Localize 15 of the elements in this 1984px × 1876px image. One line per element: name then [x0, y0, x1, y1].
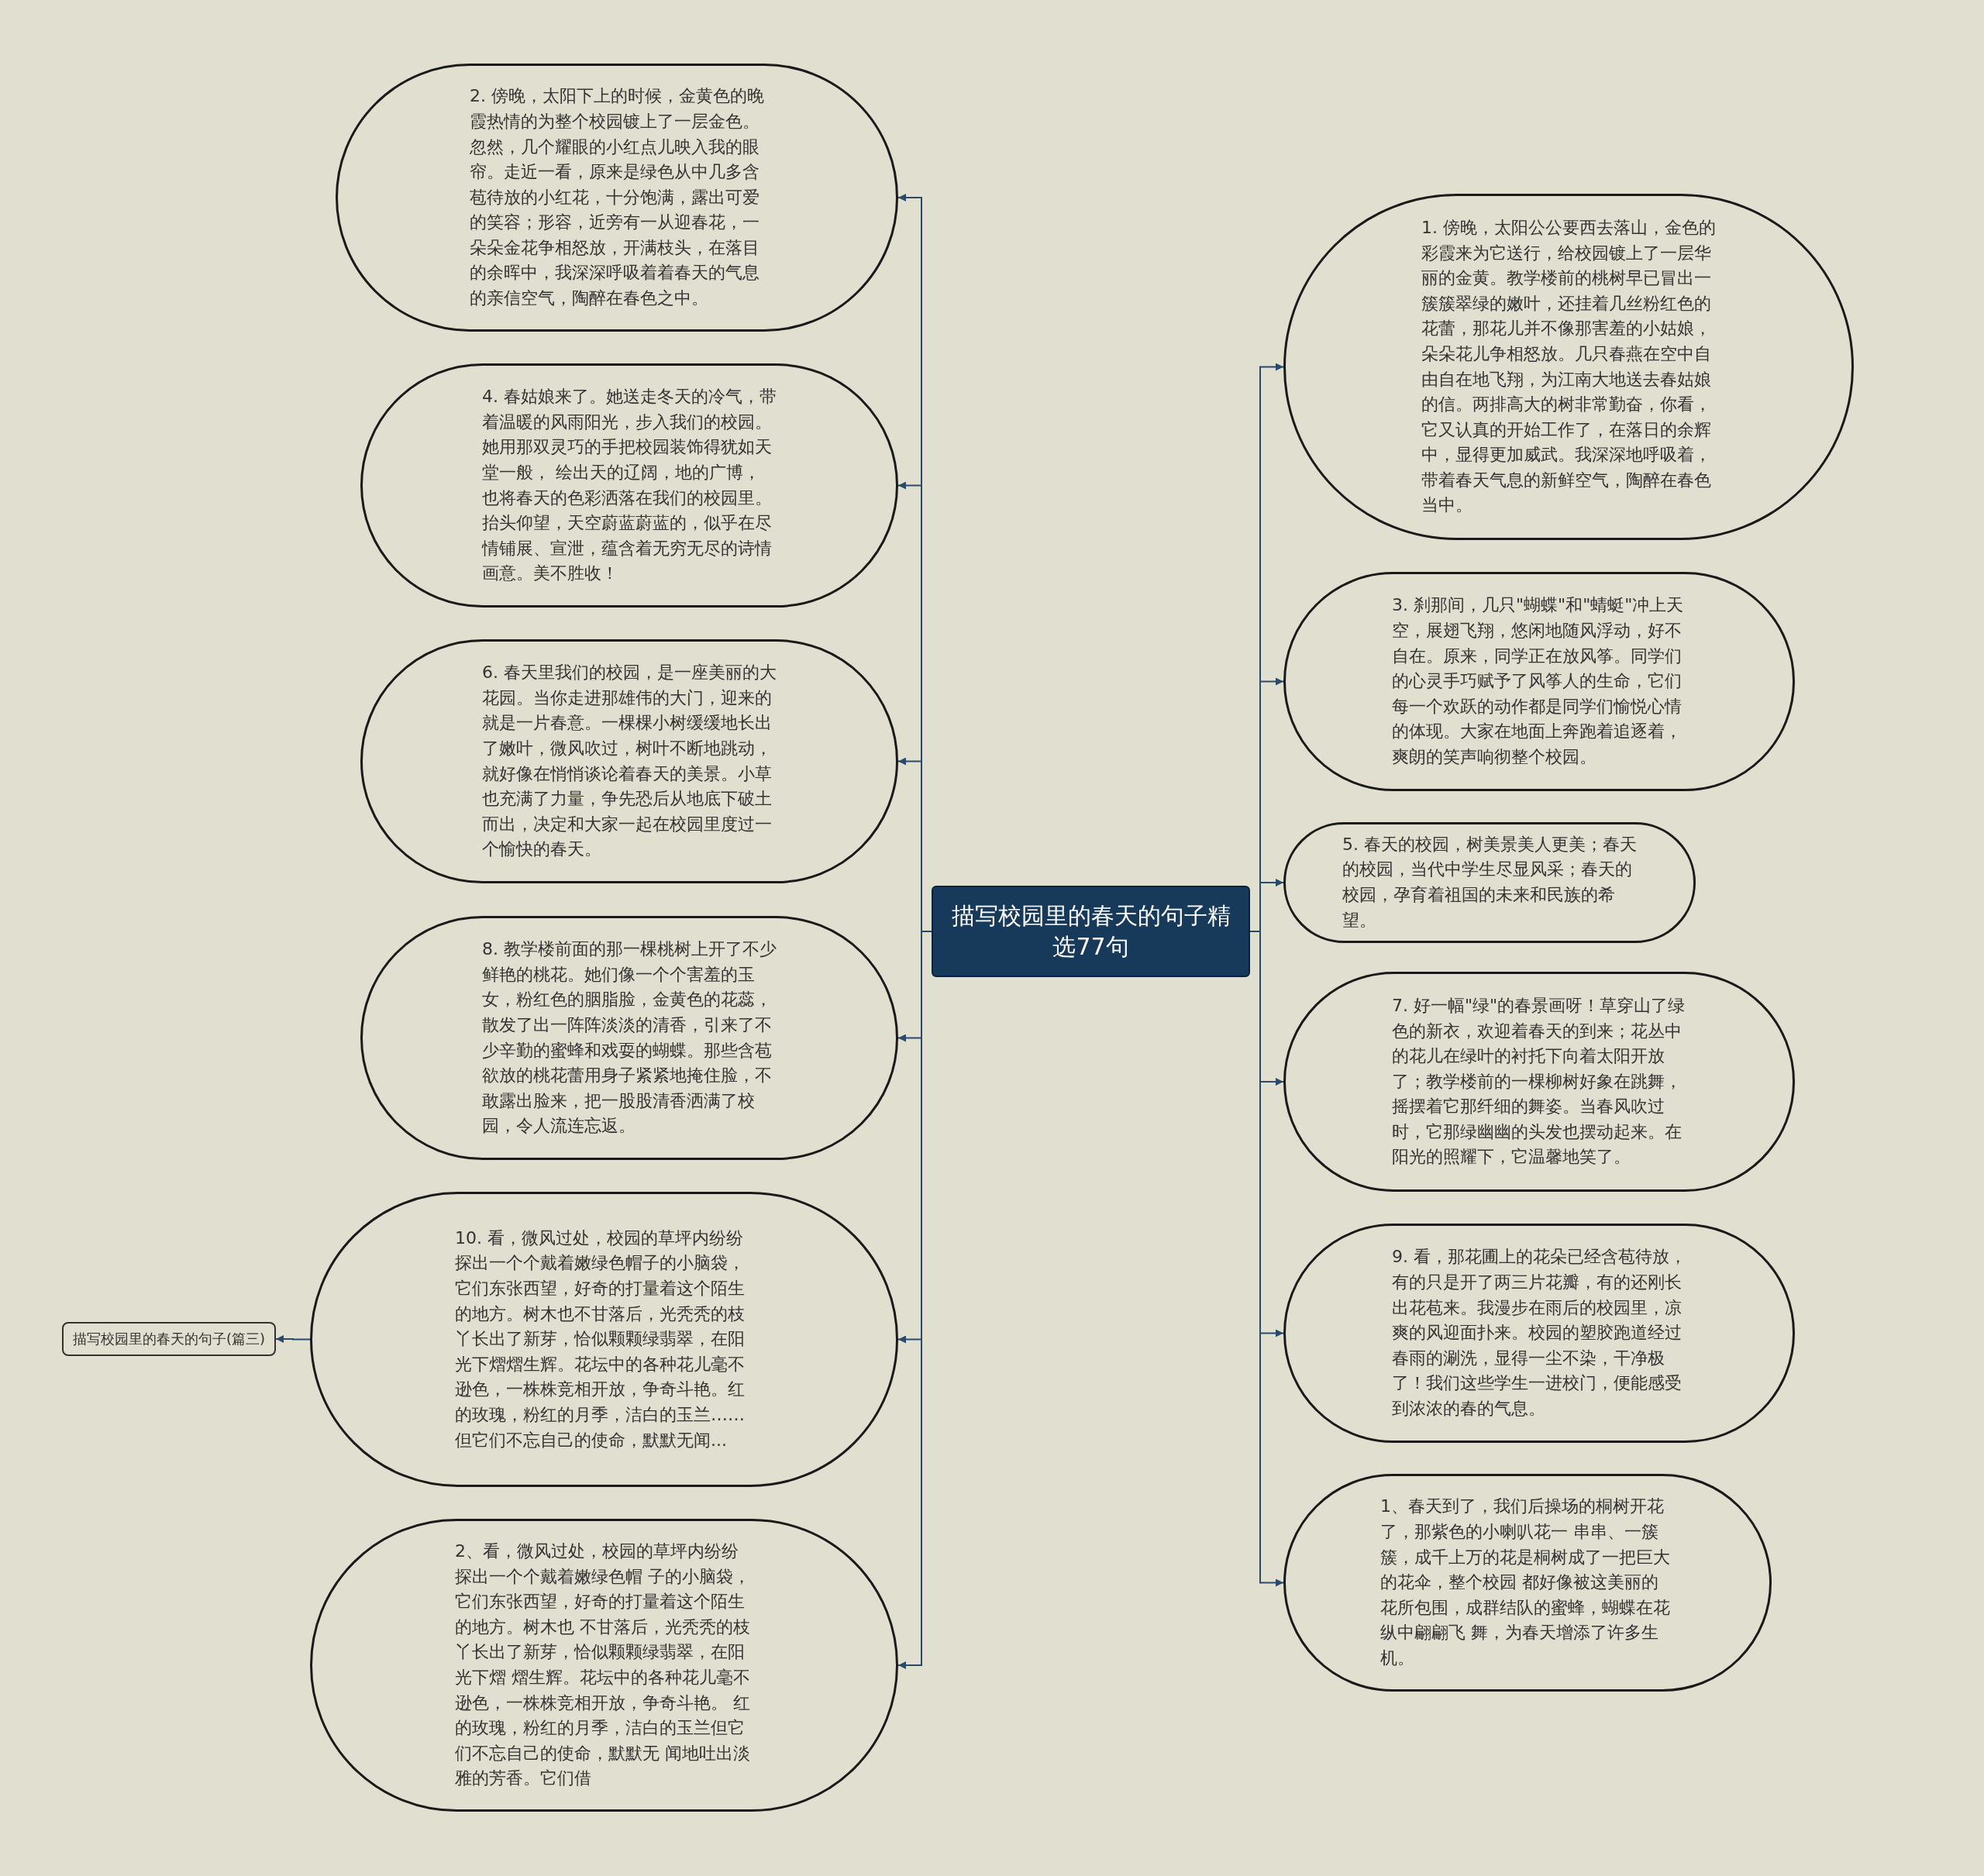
connector-arrow — [275, 1335, 311, 1343]
text-bubble: 1、春天到了，我们后操场的桐树开花了，那紫色的小喇叭花一 串串、一簇簇，成千上万的花是桐树成了一把巨大的花伞，整个校园 都好像被这美丽的花所包围，成群结队的蜜蜂，蝴蝶在花纵中翩翩飞 舞，为春天增添了许多生机。 — [1283, 1474, 1772, 1692]
subtopic-box: 描写校园里的春天的句子(篇三) — [62, 1322, 276, 1356]
text-bubble: 8. 教学楼前面的那一棵桃树上开了不少鲜艳的桃花。她们像一个个害羞的玉女，粉红色的胭脂脸，金黄色的花蕊，散发了出一阵阵淡淡的清香，引来了不少辛勤的蜜蜂和戏耍的蝴蝶。那些含苞欲放的桃花蕾用身子紧紧地掩住脸，不敢露出脸来，把一股股清香洒满了校园，令人流连忘返。 — [360, 916, 898, 1160]
text-bubble: 6. 春天里我们的校园，是一座美丽的大花园。当你走进那雄伟的大门，迎来的就是一片春意。一棵棵小树缓缓地长出了嫩叶，微风吹过，树叶不断地跳动，就好像在悄悄谈论着春天的美景。小草也充满了力量，争先恐后从地底下破土而出，决定和大家一起在校园里度过一个愉快的春天。 — [360, 639, 898, 883]
text-bubble: 9. 看，那花圃上的花朵已经含苞待放，有的只是开了两三片花瓣，有的还刚长出花苞来。我漫步在雨后的校园里，凉爽的风迎面扑来。校园的塑胶跑道经过春雨的涮洗，显得一尘不染，干净极了！我们这些学生一进校门，便能感受到浓浓的春的气息。 — [1283, 1224, 1795, 1443]
topic-box: 描写校园里的春天的句子精选77句 — [932, 886, 1250, 977]
text-bubble: 4. 春姑娘来了。她送走冬天的冷气，带着温暖的风雨阳光，步入我们的校园。她用那双灵巧的手把校园装饰得犹如天堂一般， 绘出天的辽阔，地的广博，也将春天的色彩洒落在我们的校园里。抬头仰望，天空蔚蓝蔚蓝的，似乎在尽情铺展、宣泄，蕴含着无穷无尽的诗情画意。美不胜收！ — [360, 363, 898, 608]
text-bubble: 5. 春天的校园，树美景美人更美；春天的校园，当代中学生尽显风采；春天的校园，孕育着祖国的未来和民族的希望。 — [1283, 822, 1696, 943]
text-bubble: 7. 好一幅"绿"的春景画呀！草穿山了绿色的新衣，欢迎着春天的到来；花丛中的花儿在绿叶的衬托下向着太阳开放了；教学楼前的一棵柳树好象在跳舞，摇摆着它那纤细的舞姿。当春风吹过时，它那绿幽幽的头发也摆动起来。在阳光的照耀下，它温馨地笑了。 — [1283, 972, 1795, 1192]
text-bubble: 2、看，微风过处，校园的草坪内纷纷探出一个个戴着嫩绿色帽 子的小脑袋，它们东张西望，好奇的打量着这个陌生的地方。树木也 不甘落后，光秃秃的枝丫长出了新芽，恰似颗颗绿翡翠，在阳光下熠 熠生辉。花坛中的各种花儿毫不逊色，一株株竞相开放，争奇斗艳。 红的玫瑰，粉红的月季，洁白的玉兰但它们不忘自己的使命，默默无 闻地吐出淡雅的芳香。它们借 — [310, 1519, 898, 1812]
text-bubble: 3. 刹那间，几只"蝴蝶"和"蜻蜓"冲上天空，展翅飞翔，悠闲地随风浮动，好不自在。原来，同学正在放风筝。同学们的心灵手巧赋予了风筝人的生命，它们每一个欢跃的动作都是同学们愉悦心情的体现。大家在地面上奔跑着追逐着，爽朗的笑声响彻整个校园。 — [1283, 572, 1795, 791]
text-bubble: 10. 看，微风过处，校园的草坪内纷纷探出一个个戴着嫩绿色帽子的小脑袋，它们东张西望，好奇的打量着这个陌生的地方。树木也不甘落后，光秃秃的枝丫长出了新芽，恰似颗颗绿翡翠，在阳光下熠熠生辉。花坛中的各种花儿毫不逊色，一株株竞相开放，争奇斗艳。红的玫瑰，粉红的月季，洁白的玉兰……但它们不忘自己的使命，默默无闻... — [310, 1192, 898, 1487]
text-bubble: 2. 傍晚，太阳下上的时候，金黄色的晚霞热情的为整个校园镀上了一层金色。忽然，几个耀眼的小红点儿映入我的眼帘。走近一看，原来是绿色从中几多含苞待放的小红花，十分饱满，露出可爱的笑容；形容，近旁有一从迎春花，一朵朵金花争相怒放，开满枝头，在落目的余晖中，我深深呼吸着着春天的气息的亲信空气，陶醉在春色之中。 — [336, 64, 898, 332]
text-bubble: 1. 傍晚，太阳公公要西去落山，金色的彩霞来为它送行，给校园镀上了一层华丽的金黄。教学楼前的桃树早已冒出一簇簇翠绿的嫩叶，还挂着几丝粉红色的花蕾，那花儿并不像那害羞的小姑娘，朵朵花儿争相怒放。几只春燕在空中自由自在地飞翔，为江南大地送去春姑娘的信。两排高大的树非常勤奋，你看，它又认真的开始工作了，在落日的余辉中，显得更加威武。我深深地呼吸着，带着春天气息的新鲜空气，陶醉在春色当中。 — [1283, 194, 1854, 540]
